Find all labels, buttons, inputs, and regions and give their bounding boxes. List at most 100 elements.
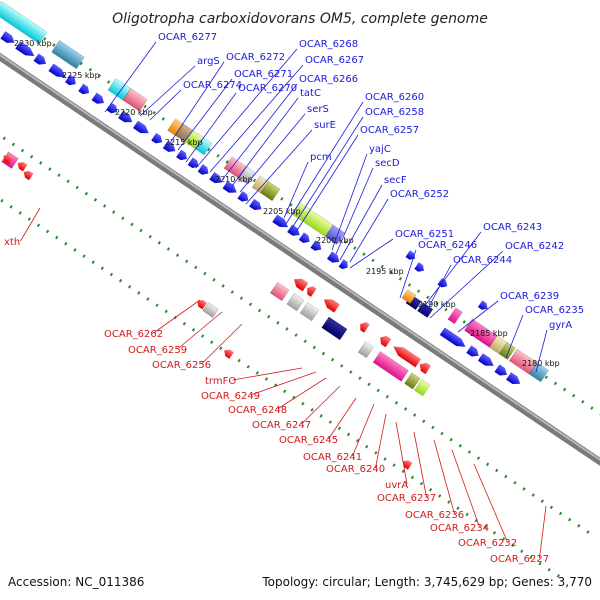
forward-leader-line	[535, 329, 548, 373]
forward-cds-arrow-27	[439, 327, 466, 347]
forward-orange-box	[401, 289, 417, 304]
reverse-gene-label: OCAR_6237	[377, 493, 436, 504]
reverse-gene-label: OCAR_6232	[458, 538, 517, 549]
forward-cds-arrow-22	[287, 224, 300, 236]
reverse-cds-small-5	[224, 349, 234, 359]
label-leader-lines	[20, 41, 548, 559]
forward-leader-line	[399, 249, 417, 299]
kbp-tick-label: 2185 kbp	[470, 329, 508, 338]
reverse-leader-line	[20, 207, 41, 242]
reverse-cds-small-3	[23, 170, 34, 181]
kbp-tick-label: 2230 kbp	[14, 39, 52, 48]
forward-cds-arrow-16	[197, 164, 209, 175]
forward-gene-label: OCAR_6277	[158, 32, 217, 43]
reverse-gene-label: OCAR_6245	[279, 435, 338, 446]
reverse-gene-label: OCAR_6249	[201, 391, 260, 402]
feature-box-reverse-8	[414, 379, 431, 397]
genome-summary-text: Topology: circular; Length: 3,745,629 bp…	[261, 575, 592, 589]
reverse-gene-label: OCAR_6247	[252, 420, 311, 431]
reverse-leader-line	[301, 385, 341, 425]
forward-leader-line	[239, 113, 306, 193]
feature-box-reverse-7	[404, 372, 421, 390]
forward-cds-arrow-3	[15, 41, 35, 57]
reverse-gene-label: OCAR_6227	[490, 554, 549, 565]
feature-box-reverse-2	[286, 293, 305, 312]
reverse-cds-arrow-4	[360, 321, 370, 333]
reverse-gene-label: OCAR_6240	[326, 464, 385, 475]
forward-cds-small-4	[477, 300, 488, 310]
gene-labels: OCAR_6277argSOCAR_6274OCAR_6272OCAR_6271…	[4, 32, 584, 565]
feature-box-reverse-3	[299, 301, 320, 322]
forward-cds-small-2	[414, 262, 425, 272]
forward-gene-label: OCAR_6267	[305, 55, 364, 66]
forward-leader-line	[419, 231, 482, 313]
kbp-tick-label: 2190 kbp	[418, 300, 456, 309]
reverse-leader-line	[153, 299, 201, 334]
genome-tracks	[0, 0, 600, 582]
forward-cds-arrow-14	[176, 149, 187, 161]
forward-cds-arrow-7	[78, 83, 90, 95]
feature-box-reverse-5	[357, 341, 375, 359]
forward-cds-arrow-8	[91, 92, 105, 104]
tick-track-3	[0, 197, 565, 582]
kbp-tick-label: 2210 kbp	[215, 175, 253, 184]
forward-cds-arrow-25	[327, 251, 340, 263]
forward-leader-line	[423, 264, 452, 317]
reverse-cds-arrow-3	[323, 299, 340, 313]
forward-leader-line	[139, 65, 196, 117]
reverse-leader-line	[232, 367, 303, 381]
forward-cds-arrow-2	[0, 31, 15, 43]
forward-leader-line	[291, 116, 364, 229]
kbp-tick-label: 2180 kbp	[522, 359, 560, 368]
forward-cds-arrow-12	[151, 132, 163, 144]
reverse-cds-small-2	[17, 161, 28, 172]
forward-cds-small-1	[405, 250, 416, 260]
reverse-gene-label: trmFO	[205, 376, 236, 387]
forward-leader-line	[285, 101, 364, 225]
forward-leader-line	[195, 48, 298, 169]
reverse-leader-line	[413, 431, 427, 498]
forward-cds-arrow-1	[0, 20, 2, 36]
forward-leader-line	[209, 64, 304, 173]
reverse-gene-label: OCAR_6259	[128, 345, 187, 356]
feature-box-forward-17	[488, 335, 508, 355]
forward-cds-arrow-10	[118, 110, 133, 123]
forward-cds-arrow-6	[65, 74, 76, 86]
forward-gene-label: OCAR_6257	[360, 125, 419, 136]
forward-cds-arrow-26	[338, 259, 348, 270]
forward-leader-line	[177, 78, 233, 151]
kbp-tick-label: 2200 kbp	[316, 236, 354, 245]
forward-navy-box-2	[417, 302, 434, 318]
forward-leader-line	[185, 92, 237, 163]
reverse-gene-label: OCAR_6248	[228, 405, 287, 416]
tick-track-2	[0, 133, 595, 538]
forward-cds-arrow-24	[310, 240, 322, 251]
forward-leader-line	[221, 83, 298, 181]
forward-gene-label: OCAR_6246	[418, 240, 477, 251]
tick-track-1	[0, 6, 600, 416]
feature-box-forward-6	[175, 123, 193, 142]
feature-box-forward-2	[51, 40, 85, 70]
forward-leader-line	[231, 97, 299, 187]
forward-gene-label: OCAR_6242	[505, 241, 564, 252]
forward-gene-label: OCAR_6235	[525, 305, 584, 316]
forward-gene-label: OCAR_6251	[395, 229, 454, 240]
kbp-tick-label: 2220 kbp	[115, 108, 153, 117]
forward-cds-arrow-11	[133, 120, 149, 134]
forward-gene-label: OCAR_6266	[299, 74, 358, 85]
reverse-cds-arrow-5	[380, 335, 392, 348]
reverse-cds-arrow-7	[419, 362, 432, 375]
forward-cds-arrow-15	[187, 157, 199, 169]
forward-leader-line	[335, 167, 374, 255]
reverse-gene-label: uvrA	[385, 480, 408, 491]
forward-cds-arrow-18	[222, 180, 237, 193]
forward-gene-label: OCAR_6244	[453, 255, 512, 266]
forward-gene-label: yajC	[369, 144, 391, 155]
reverse-leader-line	[539, 505, 547, 559]
forward-cds-arrow-28	[466, 345, 479, 357]
forward-gene-label: tatC	[300, 88, 321, 99]
forward-leader-line	[429, 250, 504, 319]
forward-leader-line	[295, 134, 359, 233]
reverse-leader-line	[177, 311, 223, 350]
forward-gene-label: OCAR_6243	[483, 222, 542, 233]
